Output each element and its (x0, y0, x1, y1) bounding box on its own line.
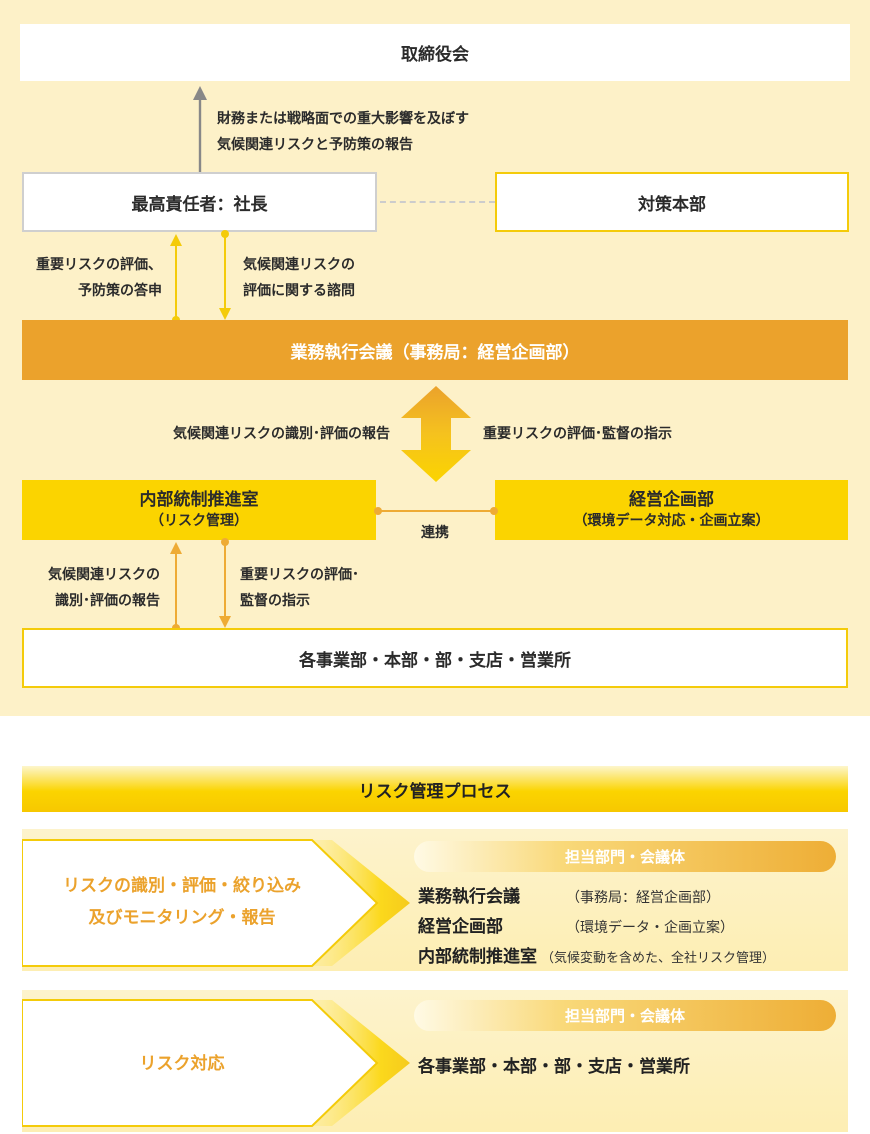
bottom-down-label: 重要リスクの評価･ 監督の指示 (240, 562, 359, 614)
step-1-row-1-name: 業務執行会議 (418, 887, 520, 907)
step-2-label: リスク対応 (22, 1048, 342, 1080)
internal-control-name: 内部統制推進室 (139, 490, 259, 510)
exec-meeting-bar: 業務執行会議（事務局：経営企画部） (22, 320, 848, 380)
bottom-up-arrow (170, 542, 182, 632)
hq-label: 対策本部 (638, 194, 706, 215)
divisions-box: 各事業部・本部・部・支店・営業所 (22, 628, 848, 688)
step-1-row-planning: 経営企画部 （環境データ・企画立案） (418, 912, 848, 942)
corp-planning-sub: （環境データ対応・企画立案） (573, 513, 770, 529)
bottom-up-label-line1: 気候関連リスクの (48, 567, 160, 583)
step-1-responsible-list: 業務執行会議 （事務局：経営企画部） 経営企画部 （環境データ・企画立案） 内部統制… (418, 882, 848, 972)
step-1-label-line2: 及びモニタリング・報告 (88, 908, 276, 928)
internal-control-sub: （リスク管理） (150, 513, 248, 529)
ceo-down-label: 気候関連リスクの 評価に関する諮問 (243, 252, 355, 304)
step-2-row-1-name: 各事業部・本部・部・支店・営業所 (418, 1057, 690, 1077)
report-to-board-arrow (193, 86, 207, 178)
board-label: 取締役会 (401, 45, 469, 65)
process-title: リスク管理プロセス (358, 781, 512, 802)
internal-control-box: 内部統制推進室 （リスク管理） (22, 480, 376, 540)
mid-left-label: 気候関連リスクの識別･評価の報告 (100, 421, 390, 447)
ceo-up-label: 重要リスクの評価、 予防策の答申 (10, 252, 162, 304)
coordination-label: 連携 (400, 520, 470, 546)
exec-meeting-label: 業務執行会議（事務局：経営企画部） (290, 342, 580, 363)
step-1-row-1-note: （事務局：経営企画部） (566, 890, 720, 906)
step-2-chevron (22, 999, 410, 1127)
ceo-hq-dashed-link (380, 201, 495, 203)
mid-right-label-text: 重要リスクの評価･監督の指示 (483, 426, 672, 442)
corp-planning-box: 経営企画部 （環境データ対応・企画立案） (495, 480, 848, 540)
step-1-row-internal: 内部統制推進室 （気候変動を含めた、全社リスク管理） (418, 942, 848, 972)
report-to-board-label: 財務または戦略面での重大影響を及ぼす 気候関連リスクと予防策の報告 (217, 106, 469, 158)
bottom-down-label-line2: 監督の指示 (240, 593, 310, 609)
ceo-up-label-line2: 予防策の答申 (78, 283, 162, 299)
hq-box: 対策本部 (495, 172, 849, 232)
step-1-chevron (22, 839, 410, 967)
bottom-up-label: 気候関連リスクの 識別･評価の報告 (10, 562, 160, 614)
step-1-row-exec: 業務執行会議 （事務局：経営企画部） (418, 882, 848, 912)
step-2-row-divisions: 各事業部・本部・部・支店・営業所 (418, 1052, 690, 1082)
bottom-down-label-line1: 重要リスクの評価･ (240, 567, 359, 583)
corp-planning-name: 経営企画部 (629, 490, 714, 510)
step-1-responsible-title: 担当部門・会議体 (414, 841, 836, 872)
process-title-bar: リスク管理プロセス (22, 766, 848, 812)
ceo-box: 最高責任者：社長 (22, 172, 377, 232)
ceo-down-label-line1: 気候関連リスクの (243, 257, 355, 273)
step-1-responsible-title-text: 担当部門・会議体 (564, 848, 685, 866)
step-1-row-3-name: 内部統制推進室 (418, 947, 537, 967)
step-2-responsible-title-text: 担当部門・会議体 (564, 1007, 685, 1025)
ceo-down-arrow (219, 230, 231, 320)
coordination-label-text: 連携 (421, 525, 449, 541)
report-to-board-line2: 気候関連リスクと予防策の報告 (217, 137, 413, 153)
report-to-board-line1: 財務または戦略面での重大影響を及ぼす (217, 111, 469, 127)
exec-double-arrow (401, 386, 471, 482)
step-1-row-2-name: 経営企画部 (418, 917, 503, 937)
bottom-up-label-line2: 識別･評価の報告 (55, 593, 160, 609)
ceo-up-label-line1: 重要リスクの評価、 (36, 257, 162, 273)
step-1-label-line1: リスクの識別・評価・絞り込み (63, 876, 301, 896)
mid-right-label: 重要リスクの評価･監督の指示 (483, 421, 672, 447)
divisions-label: 各事業部・本部・部・支店・営業所 (299, 650, 571, 671)
step-2-label-line1: リスク対応 (139, 1054, 225, 1074)
ceo-label: 最高責任者：社長 (131, 194, 268, 215)
mid-left-label-text: 気候関連リスクの識別･評価の報告 (173, 426, 390, 442)
step-1-row-2-note: （環境データ・企画立案） (566, 920, 734, 936)
coordination-link (374, 507, 498, 515)
board-box: 取締役会 (20, 24, 850, 81)
step-2-responsible-title: 担当部門・会議体 (414, 1000, 836, 1031)
step-1-label: リスクの識別・評価・絞り込み 及びモニタリング・報告 (22, 870, 342, 934)
bottom-down-arrow (219, 538, 231, 628)
ceo-down-label-line2: 評価に関する諮問 (243, 283, 355, 299)
ceo-up-arrow (170, 234, 182, 324)
step-1-row-3-note: （気候変動を含めた、全社リスク管理） (541, 951, 776, 966)
